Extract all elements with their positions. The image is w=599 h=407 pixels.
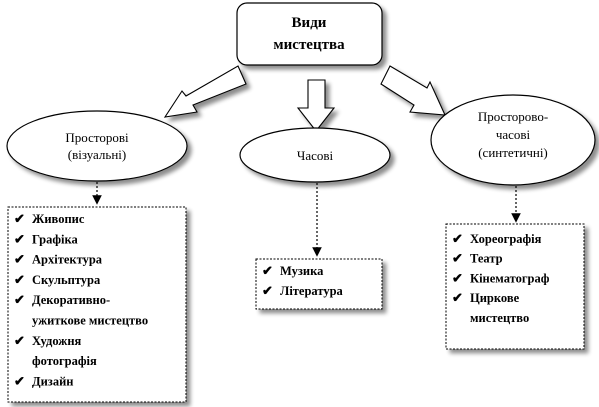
list-item-temporal-0: Музика <box>280 264 324 278</box>
check-icon: ✔ <box>14 272 25 287</box>
category-spatiotemporal: Просторово- часові (синтетичні) <box>430 94 596 186</box>
check-icon: ✔ <box>14 211 25 226</box>
root-title-line-1: Види <box>292 15 327 31</box>
list-item-temporal-1: Література <box>280 284 344 298</box>
category-spatial: Просторові (візуальні) <box>6 110 188 182</box>
list-spatial-items: ✔ Живопис ✔ Графіка ✔ Архітектура ✔ Скульптура ✔… <box>14 211 148 388</box>
check-icon: ✔ <box>14 292 25 307</box>
block-arrow-middle <box>296 79 336 132</box>
check-icon: ✔ <box>262 263 273 278</box>
list-temporal: ✔ Музика ✔ Література <box>255 258 383 310</box>
list-item-spatiotemporal-2: Кінематограф <box>470 271 550 285</box>
check-icon: ✔ <box>14 231 25 246</box>
list-item-spatiotemporal-0: Хореографія <box>470 232 542 246</box>
list-item-spatial-4-line-1: ужиткове мистецтво <box>32 314 148 328</box>
category-spatiotemporal-line-2: часові <box>496 127 531 142</box>
list-item-spatial-6: Дизайн <box>32 374 73 388</box>
list-item-spatiotemporal-3-line-0: Циркове <box>470 291 520 305</box>
check-icon: ✔ <box>262 283 273 298</box>
list-item-spatial-5-line-0: Художня <box>32 334 82 348</box>
category-spatial-line-2: (візуальні) <box>68 147 126 162</box>
category-spatiotemporal-line-1: Просторово- <box>478 109 548 124</box>
check-icon: ✔ <box>452 251 463 266</box>
check-icon: ✔ <box>14 373 25 388</box>
list-temporal-items: ✔ Музика ✔ Література <box>262 263 344 298</box>
root-title-line-2: мистецтва <box>273 37 345 53</box>
list-spatiotemporal-items: ✔ Хореографія ✔ Театр ✔ Кінематограф ✔ Циркове м… <box>452 231 550 325</box>
list-item-spatial-0: Живопис <box>32 212 85 226</box>
check-icon: ✔ <box>452 290 463 305</box>
check-icon: ✔ <box>14 252 25 267</box>
list-spatial: ✔ Живопис ✔ Графіка ✔ Архітектура ✔ Скульптура ✔… <box>7 206 187 403</box>
list-item-spatiotemporal-3-line-1: мистецтво <box>470 311 529 325</box>
block-arrow-right <box>380 65 446 116</box>
root-node: Види мистецтва <box>236 2 383 66</box>
category-spatiotemporal-line-3: (синтетичні) <box>478 145 548 160</box>
list-item-spatial-2: Архітектура <box>32 253 103 267</box>
list-item-spatial-3: Скульптура <box>32 273 101 287</box>
list-item-spatial-5-line-1: фотографія <box>32 354 97 368</box>
list-item-spatiotemporal-1: Театр <box>470 252 503 266</box>
list-spatiotemporal: ✔ Хореографія ✔ Театр ✔ Кінематограф ✔ Циркове м… <box>445 223 585 350</box>
list-item-spatial-4-line-0: Декоративно- <box>32 293 110 307</box>
check-icon: ✔ <box>14 333 25 348</box>
check-icon: ✔ <box>452 231 463 246</box>
check-icon: ✔ <box>452 270 463 285</box>
category-temporal: Часові <box>239 127 391 183</box>
list-item-spatial-1: Графіка <box>32 232 79 246</box>
category-temporal-line-1: Часові <box>297 148 334 163</box>
block-arrow-left <box>163 65 247 118</box>
category-spatial-line-1: Просторові <box>65 130 129 145</box>
